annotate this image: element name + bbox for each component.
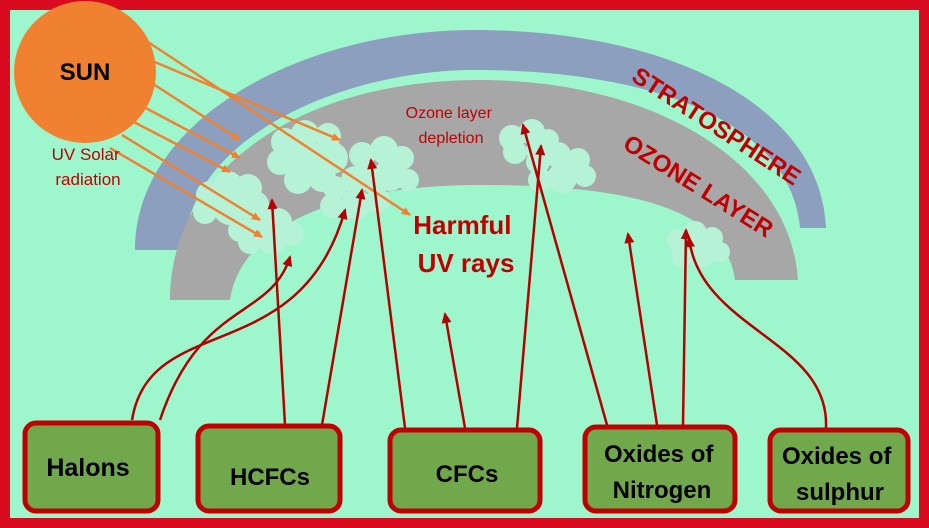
uv-solar-rays (109, 38, 411, 239)
depletion-cloud (667, 221, 730, 267)
pollution-sources: Halons HCFCs CFCs Oxides of Nitrogen Oxi… (22, 420, 911, 514)
depletion-cloud (193, 171, 269, 225)
source-oxides-nitrogen: Oxides of Nitrogen (582, 424, 738, 514)
source-halons: Halons (22, 420, 161, 514)
pollutant-arrows (130, 123, 828, 429)
source-cfcs-label: CFCs (436, 461, 499, 488)
source-hcfcs-label: HCFCs (230, 464, 310, 491)
source-halons-label: Halons (46, 454, 129, 482)
source-cfcs: CFCs (387, 427, 543, 514)
harmful-uv-rays-label: Harmful UV rays (413, 210, 518, 278)
source-oxides-nitrogen-label: Oxides of Nitrogen (604, 441, 720, 504)
sun (14, 1, 156, 143)
sun-label: SUN (60, 59, 111, 86)
depletion-cloud (526, 142, 596, 193)
source-oxides-sulphur-label: Oxides of sulphur (782, 443, 898, 506)
ozone-depletion-label: Ozone layer depletion (406, 105, 497, 147)
ozone-depletion-holes (193, 119, 730, 267)
source-hcfcs: HCFCs (195, 423, 343, 514)
uv-solar-radiation-label: UV Solar radiation (52, 145, 125, 189)
stratosphere-band (135, 30, 826, 250)
source-oxides-sulphur: Oxides of sulphur (767, 427, 911, 514)
